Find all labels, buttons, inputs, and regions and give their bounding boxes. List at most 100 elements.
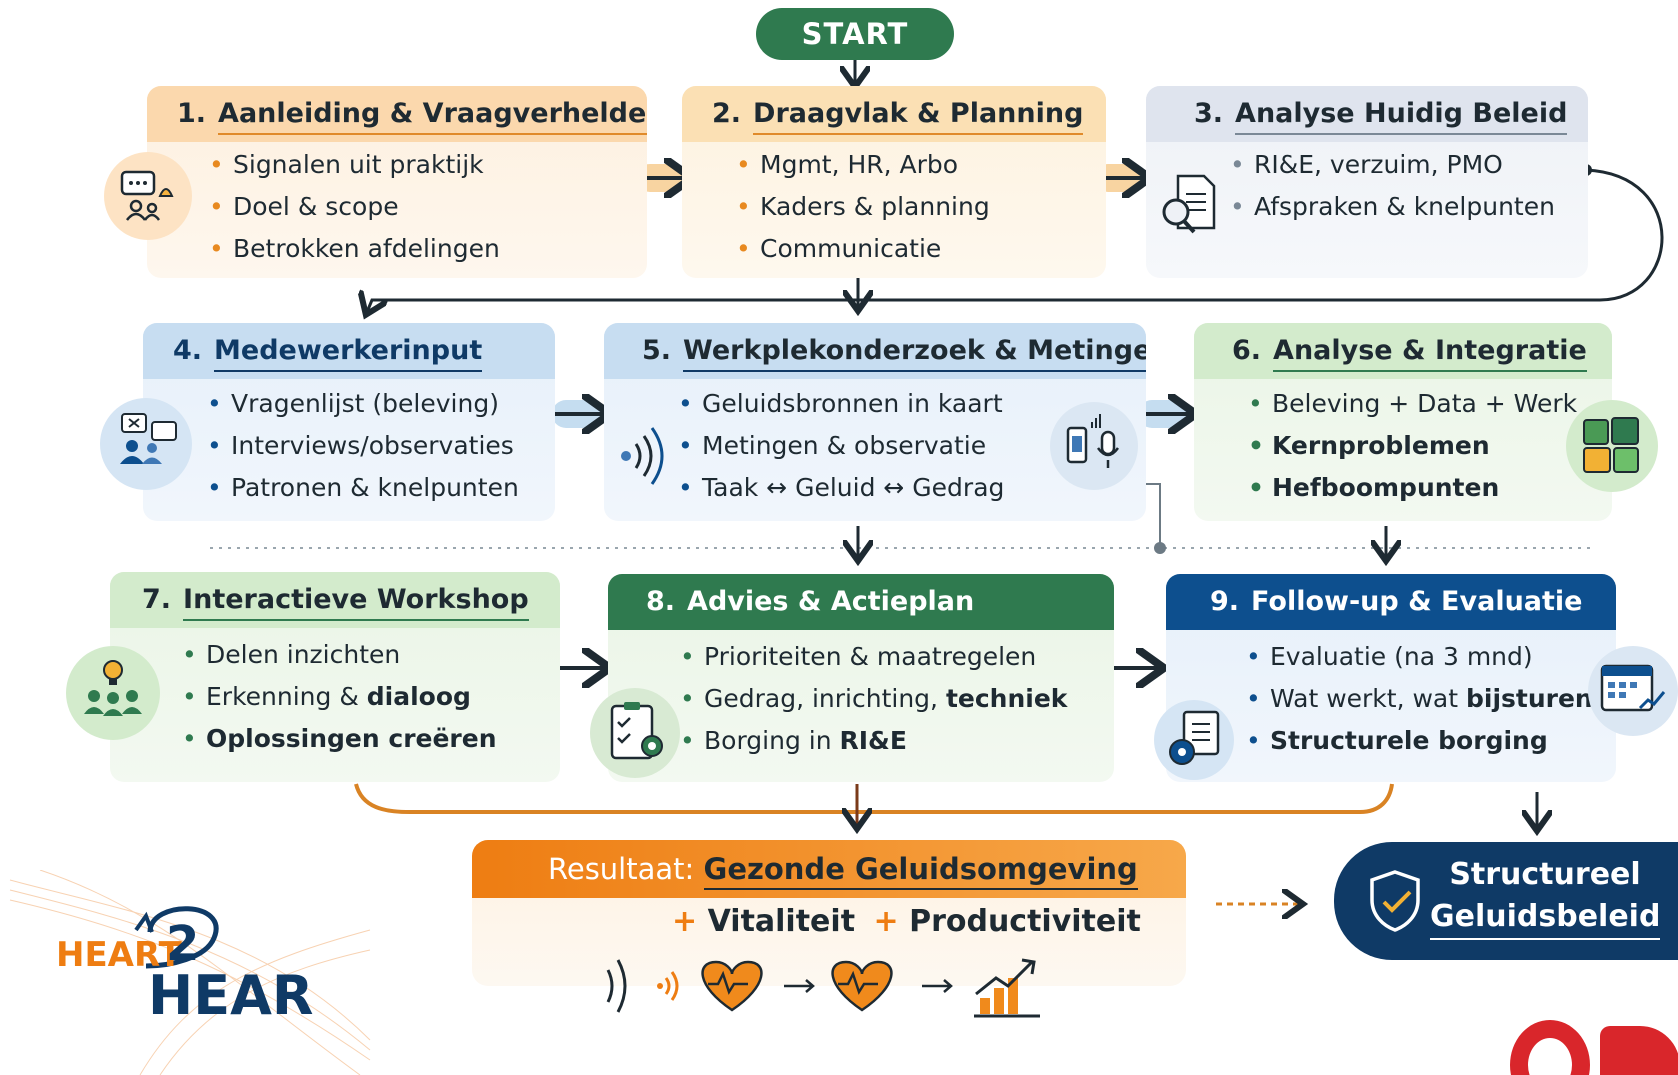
heart2hear-logo: HEART 2 HEAR — [9, 870, 371, 1075]
step-8-title: 8. Advies & Actieplan — [646, 586, 974, 617]
list-item: Patronen & knelpunten — [203, 467, 519, 509]
policy-badge: Structureel Geluidsbeleid — [1334, 842, 1678, 960]
step-3-number: 3. — [1194, 98, 1224, 129]
svg-text:HEART: HEART — [56, 935, 183, 975]
phone-microphone-icon — [1050, 402, 1138, 490]
list-item: Gedrag, inrichting, techniek — [676, 678, 1067, 720]
step-7-title: 7. Interactieve Workshop — [142, 584, 529, 621]
step-8-list: Prioriteiten & maatregelen Gedrag, inric… — [676, 636, 1067, 762]
list-item: Vragenlijst (beleving) — [203, 383, 519, 425]
step-6-list: Beleving + Data + Werk Kernproblemen Hef… — [1244, 383, 1577, 509]
result-main-title: Gezonde Geluidsomgeving — [703, 852, 1138, 890]
gear-checklist-icon — [1154, 700, 1234, 780]
puzzle-icon — [1566, 400, 1658, 492]
step-3-title-text: Analyse Huidig Beleid — [1235, 98, 1568, 135]
step-9-title-text: Follow-up & Evaluatie — [1251, 586, 1583, 617]
list-item: Signalen uit praktijk — [205, 144, 500, 186]
step-1-list: Signalen uit praktijk Doel & scope Betro… — [205, 144, 500, 270]
list-item: Interviews/observaties — [203, 425, 519, 467]
step-4-title-text: Medewerkerinput — [214, 335, 483, 372]
list-item: Hefboompunten — [1244, 467, 1577, 509]
list-item: Beleving + Data + Werk — [1244, 383, 1577, 425]
policy-label: Structureel Geluidsbeleid — [1430, 854, 1661, 940]
list-item: Mgmt, HR, Arbo — [732, 144, 990, 186]
list-item: Oplossingen creëren — [178, 718, 497, 760]
result-box: Resultaat: Gezonde Geluidsomgeving + Vit… — [472, 840, 1186, 986]
step-8-card: 8. Advies & Actieplan Prioriteiten & maat… — [608, 574, 1114, 782]
heart-pulse-icon — [701, 960, 763, 1012]
list-item: Erkenning & dialoog — [178, 676, 497, 718]
list-item: Doel & scope — [205, 186, 500, 228]
step-9-number: 9. — [1210, 586, 1240, 617]
start-badge: START — [756, 8, 954, 60]
step-5-list: Geluidsbronnen in kaart Metingen & obser… — [674, 383, 1004, 509]
step-4-list: Vragenlijst (beleving) Interviews/observ… — [203, 383, 519, 509]
list-item: Kaders & planning — [732, 186, 990, 228]
heart-pulse-icon — [831, 960, 893, 1012]
lightbulb-team-icon — [66, 646, 160, 740]
list-item: Wat werkt, wat bijsturen? — [1242, 678, 1607, 720]
step-7-title-text: Interactieve Workshop — [183, 584, 529, 621]
step-5-title-text: Werkplekonderzoek & Metingen — [683, 335, 1146, 372]
step-5-card: 5. Werkplekonderzoek & Metingen Geluidsbr… — [604, 323, 1146, 521]
list-item: Taak ↔ Geluid ↔ Gedrag — [674, 467, 1004, 509]
step-7-number: 7. — [142, 584, 172, 615]
list-item: Metingen & observatie — [674, 425, 1004, 467]
clipboard-gear-icon — [590, 688, 680, 778]
step-4-number: 4. — [173, 335, 203, 366]
step-1-title-text: Aanleiding & Vraagverheldering — [218, 98, 647, 135]
step-2-title: 2. Draagvlak & Planning — [712, 98, 1084, 135]
result-icons — [606, 958, 1040, 1018]
growth-chart-icon — [974, 958, 1040, 1018]
step-9-list: Evaluatie (na 3 mnd) Wat werkt, wat bijs… — [1242, 636, 1607, 762]
list-item: Geluidsbronnen in kaart — [674, 383, 1004, 425]
step-4-card: 4. Medewerkerinput Vragenlijst (beleving)… — [143, 323, 555, 521]
chat-bell-people-icon — [104, 152, 192, 240]
step-6-number: 6. — [1232, 335, 1262, 366]
step-3-card: 3. Analyse Huidig Beleid RI&E, verzuim, P… — [1146, 86, 1588, 278]
shield-check-icon — [1370, 870, 1420, 932]
result-prefix: Resultaat: — [548, 852, 695, 886]
calendar-chart-icon — [1588, 646, 1678, 736]
list-item: Afspraken & knelpunten — [1226, 186, 1555, 228]
step-6-title: 6. Analyse & Integratie — [1232, 335, 1587, 372]
list-item: Borging in RI&E — [676, 720, 1067, 762]
list-item: Delen inzichten — [178, 634, 497, 676]
partner-logo-fragment — [1508, 1020, 1678, 1075]
sound-waves-icon — [606, 959, 627, 1013]
step-2-list: Mgmt, HR, Arbo Kaders & planning Communi… — [732, 144, 990, 270]
step-2-number: 2. — [712, 98, 742, 129]
step-9-title: 9. Follow-up & Evaluatie — [1210, 586, 1582, 617]
list-item: Betrokken afdelingen — [205, 228, 500, 270]
step-6-title-text: Analyse & Integratie — [1273, 335, 1587, 372]
step-5-number: 5. — [642, 335, 672, 366]
step-3-title: 3. Analyse Huidig Beleid — [1194, 98, 1568, 135]
step-7-list: Delen inzichten Erkenning & dialoog Oplo… — [178, 634, 497, 760]
step-9-card: 9. Follow-up & Evaluatie Evaluatie (na 3 … — [1166, 574, 1616, 782]
svg-text:2: 2 — [166, 916, 199, 972]
step-6-card: 6. Analyse & Integratie Beleving + Data +… — [1194, 323, 1612, 521]
list-item: Prioriteiten & maatregelen — [676, 636, 1067, 678]
list-item: Structurele borging — [1242, 720, 1607, 762]
sound-waves-icon — [657, 971, 679, 1001]
result-title: Resultaat: Gezonde Geluidsomgeving — [548, 852, 1138, 890]
step-1-number: 1. — [177, 98, 207, 129]
svg-text:HEAR: HEAR — [148, 964, 313, 1027]
sound-waves-icon — [610, 416, 670, 496]
step-8-number: 8. — [646, 586, 676, 617]
step-5-title: 5. Werkplekonderzoek & Metingen — [642, 335, 1146, 372]
step-3-list: RI&E, verzuim, PMO Afspraken & knelpunte… — [1226, 144, 1555, 228]
step-2-title-text: Draagvlak & Planning — [753, 98, 1084, 135]
list-item: Kernproblemen — [1244, 425, 1577, 467]
list-item: Evaluatie (na 3 mnd) — [1242, 636, 1607, 678]
survey-people-icon — [100, 398, 192, 490]
list-item: RI&E, verzuim, PMO — [1226, 144, 1555, 186]
result-extras: + Vitaliteit + Productiviteit — [672, 904, 1141, 939]
step-2-card: 2. Draagvlak & Planning Mgmt, HR, Arbo Ka… — [682, 86, 1106, 278]
step-8-title-text: Advies & Actieplan — [687, 586, 975, 617]
document-search-icon — [1154, 168, 1224, 248]
step-1-title: 1. Aanleiding & Vraagverheldering — [177, 98, 647, 135]
step-7-card: 7. Interactieve Workshop Delen inzichten … — [110, 572, 560, 782]
list-item: Communicatie — [732, 228, 990, 270]
